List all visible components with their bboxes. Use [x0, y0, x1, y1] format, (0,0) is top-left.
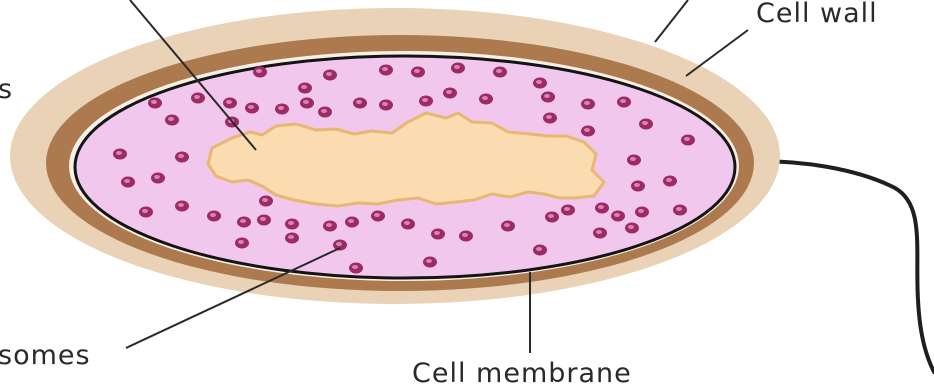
ribosome-highlight: [288, 235, 294, 239]
ribosome-highlight: [374, 213, 380, 217]
ribosome-highlight: [248, 105, 254, 109]
ribosome-highlight: [426, 259, 432, 263]
label-left-fragment: s: [0, 74, 13, 105]
ribosome-highlight: [630, 157, 636, 161]
ribosome-highlight: [548, 214, 554, 218]
ribosome-highlight: [598, 205, 604, 209]
ribosome-highlight: [404, 221, 410, 225]
ribosome-highlight: [544, 94, 550, 98]
ribosome-highlight: [684, 137, 690, 141]
ribosome-highlight: [676, 207, 682, 211]
ribosome-highlight: [496, 69, 502, 73]
ribosome-highlight: [482, 96, 488, 100]
ribosome-highlight: [638, 209, 644, 213]
ribosome-highlight: [596, 230, 602, 234]
ribosome-highlight: [256, 69, 262, 73]
label-ribosomes: somes: [0, 340, 91, 371]
ribosome-highlight: [210, 213, 216, 217]
ribosome-highlight: [634, 183, 640, 187]
ribosome-highlight: [564, 207, 570, 211]
ribosome-highlight: [238, 240, 244, 244]
ribosome-highlight: [352, 265, 358, 269]
ribosome-highlight: [168, 117, 174, 121]
ribosome-highlight: [462, 233, 468, 237]
ribosome-highlight: [326, 72, 332, 76]
ribosome-highlight: [614, 213, 620, 217]
ribosome-highlight: [446, 90, 452, 94]
ribosome-highlight: [584, 101, 590, 105]
ribosome-highlight: [628, 225, 634, 229]
ribosome-highlight: [178, 154, 184, 158]
ribosome-highlight: [326, 223, 332, 227]
ribosome-highlight: [504, 223, 510, 227]
ribosome-highlight: [194, 95, 200, 99]
ribosome-highlight: [154, 175, 160, 179]
ribosome-highlight: [546, 115, 552, 119]
ribosome-highlight: [536, 247, 542, 251]
ribosome-highlight: [303, 100, 309, 104]
ribosome-highlight: [642, 121, 648, 125]
ribosome-highlight: [434, 231, 440, 235]
ribosome-highlight: [454, 65, 460, 69]
ribosome-highlight: [414, 69, 420, 73]
ribosome-highlight: [278, 106, 284, 110]
ribosome-highlight: [288, 221, 294, 225]
ribosome-highlight: [348, 219, 354, 223]
ribosome-highlight: [262, 198, 268, 202]
ribosome-highlight: [260, 217, 266, 221]
leader-line-capsule: [655, 0, 688, 42]
ribosome-highlight: [321, 109, 327, 113]
ribosome-highlight: [336, 242, 342, 246]
ribosome-highlight: [124, 179, 130, 183]
ribosome-highlight: [422, 98, 428, 102]
ribosome-highlight: [142, 209, 148, 213]
ribosome-highlight: [666, 178, 672, 182]
ribosome-highlight: [584, 128, 590, 132]
ribosome-highlight: [240, 219, 246, 223]
ribosome-highlight: [151, 100, 157, 104]
leader-line-cell-wall: [686, 30, 748, 76]
ribosome-highlight: [301, 85, 307, 89]
ribosome-highlight: [382, 102, 388, 106]
ribosome-highlight: [178, 203, 184, 207]
ribosome-highlight: [116, 151, 122, 155]
ribosome-highlight: [226, 100, 232, 104]
ribosome-highlight: [356, 100, 362, 104]
ribosome-highlight: [620, 99, 626, 103]
label-cell-membrane: Cell membrane: [412, 358, 632, 388]
ribosome-highlight: [382, 67, 388, 71]
ribosome-highlight: [536, 80, 542, 84]
label-cell-wall: Cell wall: [756, 0, 878, 29]
